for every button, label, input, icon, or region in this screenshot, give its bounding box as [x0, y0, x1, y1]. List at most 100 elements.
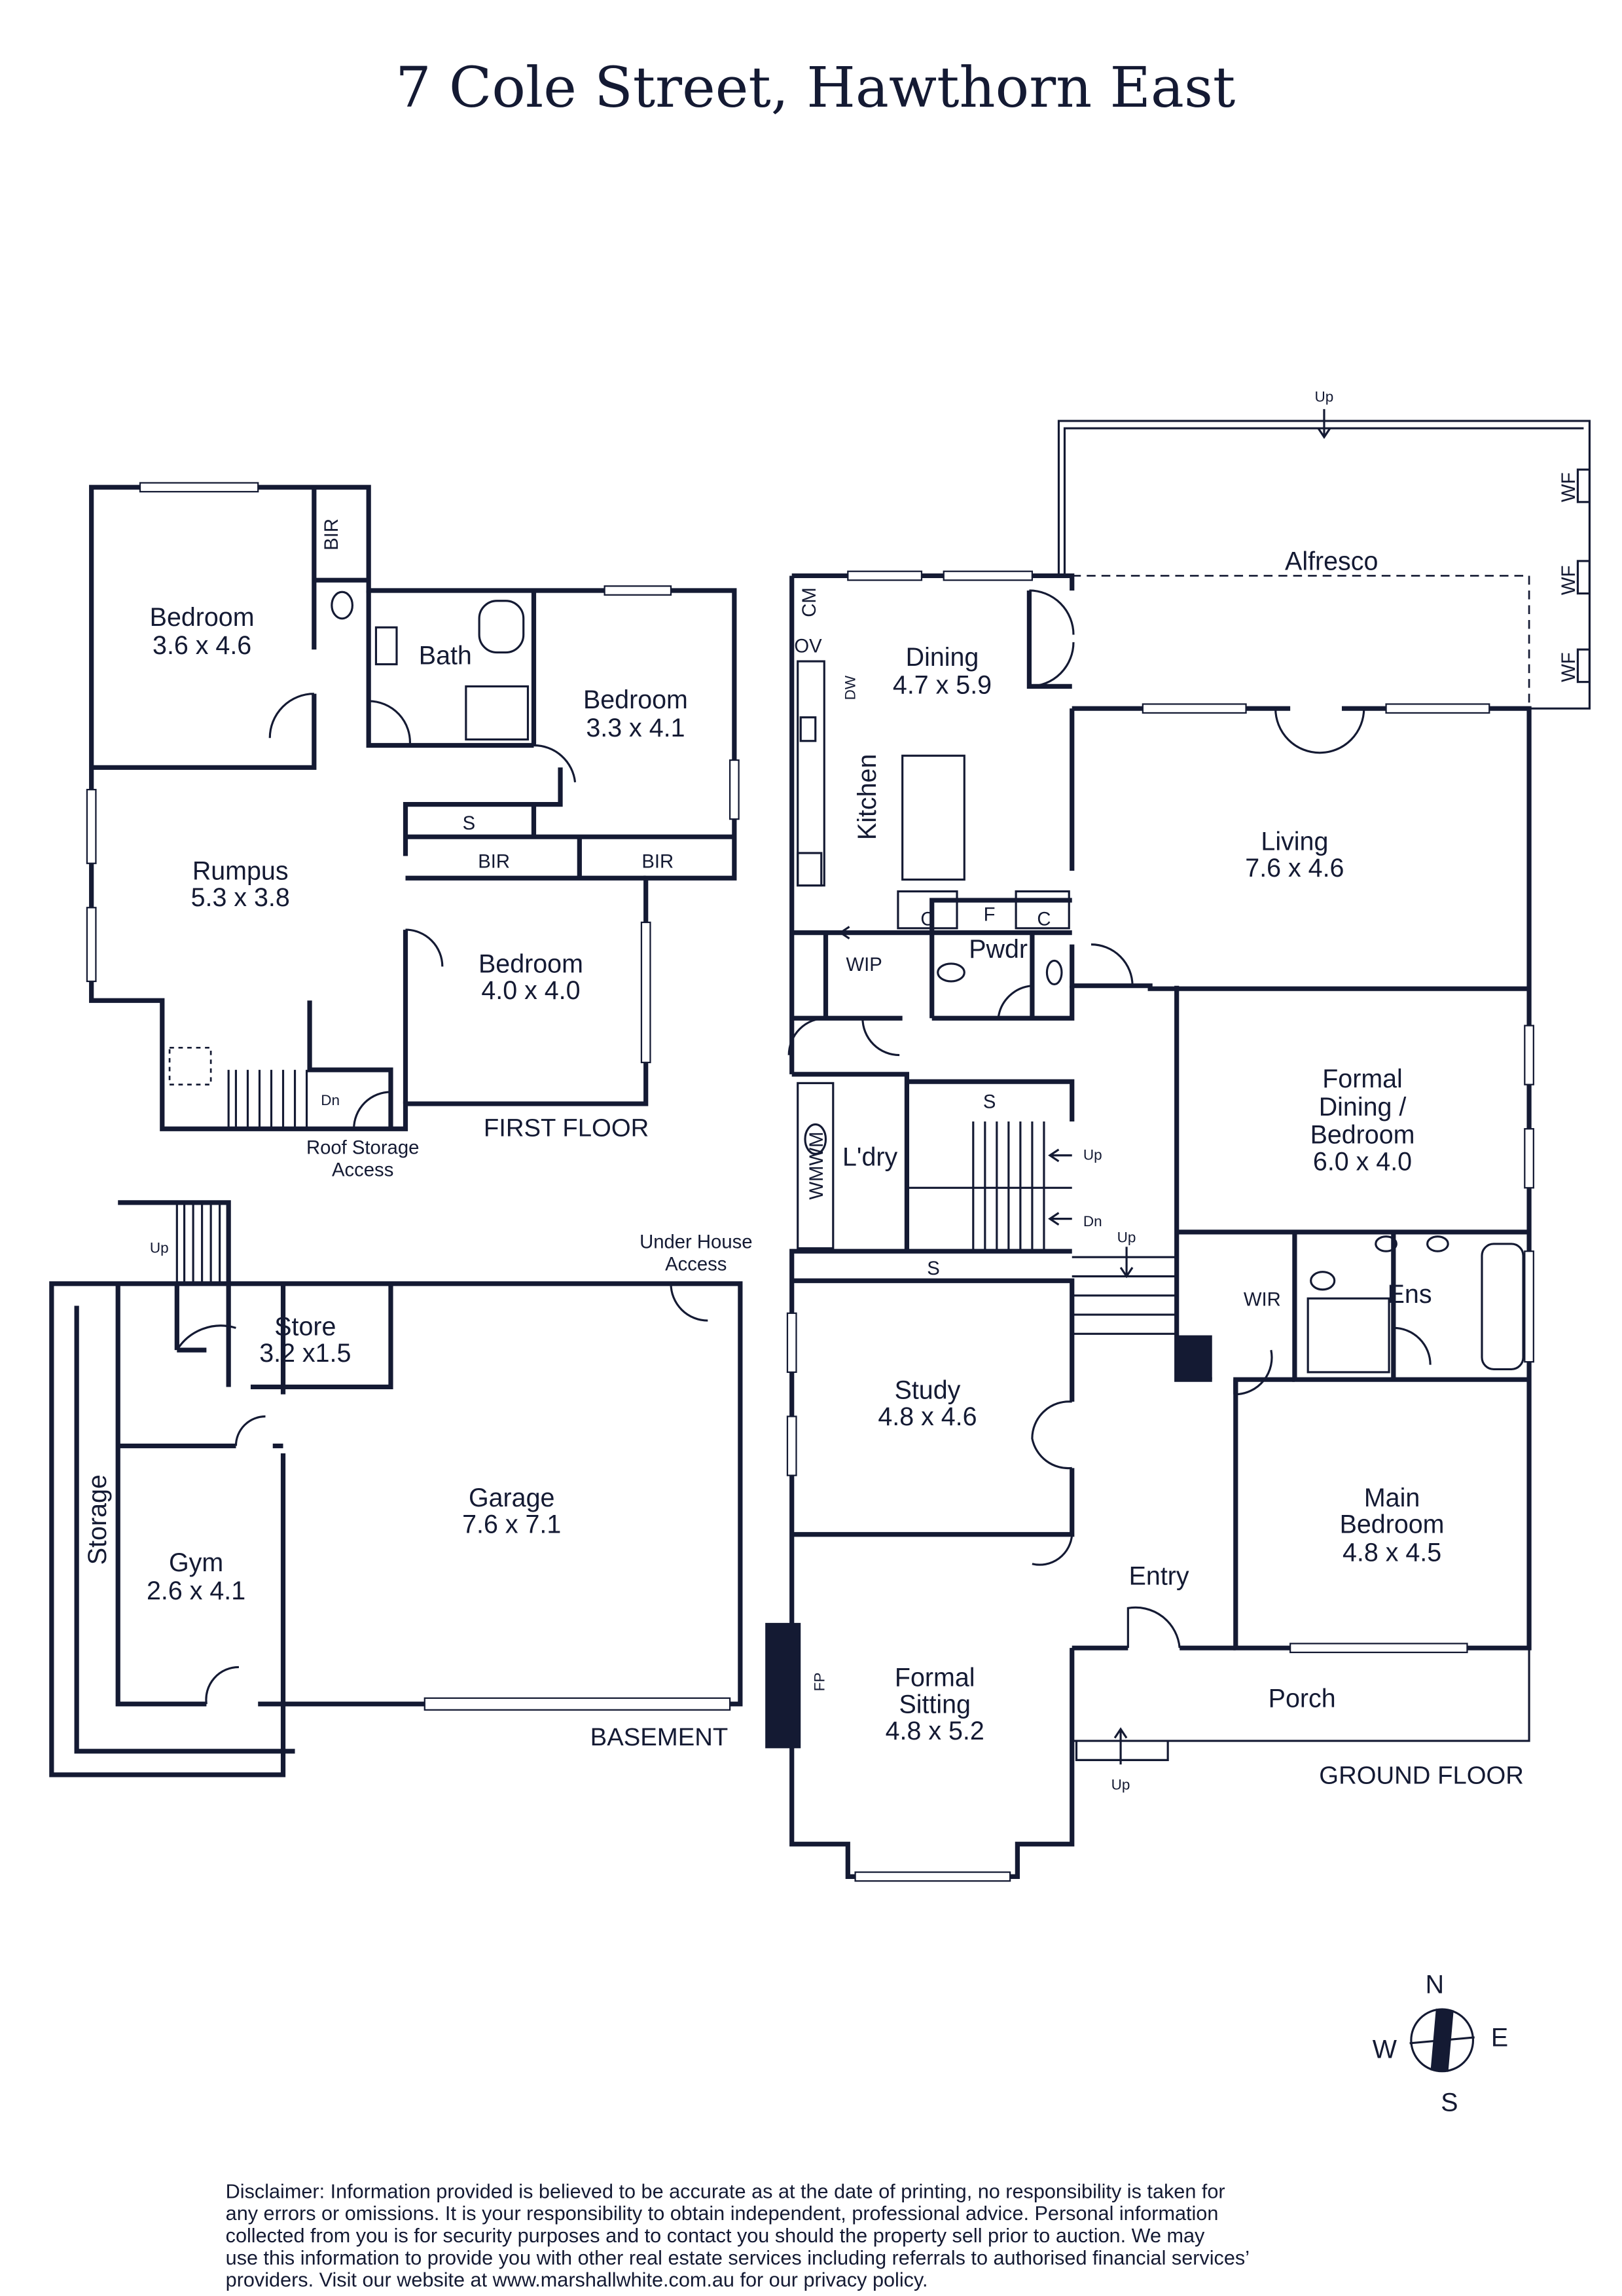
basement-plan: Up Under House Access Store 3.2 x1.5 Gar…	[49, 1200, 753, 1777]
label: Roof Storage	[306, 1137, 419, 1159]
label: WF	[1558, 473, 1579, 503]
shower-icon	[465, 685, 530, 741]
basin-icon	[1045, 959, 1063, 986]
basin-icon	[1426, 1235, 1449, 1252]
room-label: Bedroom	[1310, 1121, 1415, 1150]
window	[943, 570, 1034, 581]
room-label: Bedroom	[1340, 1510, 1445, 1539]
room-size: 6.0 x 4.0	[1313, 1147, 1412, 1176]
label: S	[983, 1091, 996, 1113]
window	[1524, 1128, 1534, 1189]
label: BIR	[321, 519, 342, 551]
compass: N E S W	[1373, 1970, 1508, 2117]
first-floor-outline	[89, 484, 737, 1131]
kitchen-island	[901, 754, 965, 881]
window	[1142, 703, 1247, 714]
floor-label: BASEMENT	[590, 1723, 729, 1751]
room-label: L'dry	[842, 1143, 897, 1172]
wood-fire-icon	[1576, 560, 1591, 595]
label: Dn	[1083, 1213, 1102, 1230]
garage-door	[424, 1697, 731, 1711]
room-label: Alfresco	[1285, 547, 1378, 575]
window	[786, 1415, 797, 1476]
basin-icon	[1375, 1235, 1397, 1252]
label: WF	[1558, 652, 1579, 682]
door-swings	[268, 693, 577, 967]
window	[86, 788, 97, 864]
door-swings	[787, 589, 1432, 1649]
window	[729, 759, 740, 820]
first-floor-walls	[91, 487, 734, 1129]
fireplace	[765, 1622, 801, 1749]
window	[847, 570, 923, 581]
window	[86, 907, 97, 983]
room-label: Living	[1261, 827, 1328, 856]
label: Up	[150, 1239, 169, 1256]
bathtub-icon	[478, 600, 525, 654]
basement-walls	[74, 1283, 393, 1754]
shower-icon	[1307, 1297, 1390, 1374]
cooktop-icon	[797, 852, 823, 887]
label: Up	[1083, 1147, 1102, 1163]
room-size: 3.2 x1.5	[259, 1339, 351, 1368]
label: Under House	[640, 1231, 752, 1253]
room-label: Bedroom	[583, 685, 688, 714]
ground-walls	[789, 575, 1530, 1879]
label: BIR	[478, 850, 510, 872]
room-label: Storage	[83, 1474, 112, 1565]
label: Up	[1315, 389, 1334, 405]
room-label: Garage	[469, 1484, 554, 1512]
floor-label: FIRST FLOOR	[484, 1114, 649, 1142]
label: WIP	[846, 954, 882, 975]
label: Dn	[321, 1092, 340, 1108]
ground-floor-plan: Up WF WF WF Alfresco CM OV DW Dining 4.7…	[765, 389, 1591, 1882]
label: C	[1037, 908, 1051, 930]
door-swing	[353, 1091, 391, 1129]
label: BIR	[641, 850, 674, 872]
room-size: 7.6 x 4.6	[1245, 854, 1344, 883]
window	[1524, 1025, 1534, 1085]
label: DW	[842, 675, 859, 700]
roof-hatch-icon	[168, 1046, 212, 1085]
room-label: Bath	[419, 642, 472, 670]
compass-cross	[1409, 2036, 1475, 2045]
room-label: Dining	[906, 643, 979, 672]
room-label: Kitchen	[853, 754, 882, 840]
label: OV	[794, 636, 822, 657]
room-label: Store	[274, 1313, 336, 1341]
window	[640, 921, 651, 1063]
window	[1524, 1250, 1534, 1363]
label: CM	[799, 587, 820, 617]
room-label: Pwdr	[969, 935, 1028, 964]
room-label: Main	[1364, 1484, 1420, 1512]
compass-s: S	[1441, 2088, 1458, 2117]
vanity-icon	[374, 626, 398, 666]
stairs-icon	[227, 1070, 308, 1129]
room-size: 4.8 x 4.5	[1343, 1538, 1441, 1567]
window	[139, 482, 259, 493]
label: S	[463, 812, 476, 834]
door-swings	[175, 1283, 708, 1704]
room-size: 4.0 x 4.0	[481, 976, 580, 1005]
stairs-icon	[175, 1202, 221, 1284]
room-size: 3.6 x 4.6	[153, 631, 251, 660]
arrow-icons	[838, 409, 1331, 1765]
window	[1385, 703, 1490, 714]
label: WF	[1558, 565, 1579, 595]
bathtub-icon	[1481, 1243, 1524, 1370]
toilet-icon	[937, 962, 965, 983]
toilet-icon	[1310, 1271, 1336, 1291]
room-size: 3.3 x 4.1	[586, 714, 685, 742]
label: Up	[1117, 1230, 1136, 1246]
laundry-bench	[797, 1082, 835, 1250]
compass-e: E	[1491, 2023, 1508, 2052]
first-floor-plan: Bedroom 3.6 x 4.6 BIR Bath Bedroom 3.3 x…	[86, 482, 740, 1180]
label: Access	[665, 1253, 727, 1275]
compass-w: W	[1373, 2035, 1397, 2064]
disclaimer-line: any errors or omissions. It is your resp…	[226, 2202, 1219, 2225]
label: C	[920, 908, 934, 930]
label: WIR	[1244, 1289, 1281, 1311]
room-size: 5.3 x 3.8	[191, 883, 290, 912]
room-size: 4.8 x 5.2	[886, 1717, 984, 1745]
